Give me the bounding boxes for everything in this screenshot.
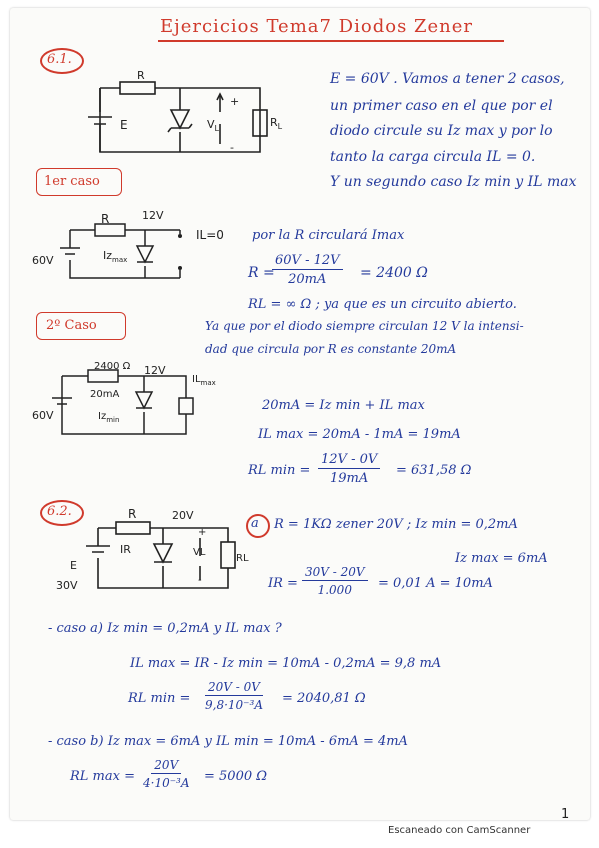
circuit-6-2 — [86, 521, 236, 589]
case2-eq-2: IL max = 20mA - 1mA = 19mA — [258, 427, 461, 442]
circuit-6-1-rl-label: RL — [270, 116, 283, 132]
exercise-6-2-number: 6.2. — [47, 504, 72, 519]
case-b-line: - caso b) Iz max = 6mA y IL min = 10mA -… — [48, 734, 408, 749]
part-a-ir-lhs: IR = — [268, 576, 298, 591]
circuit-6-2-vl-label: VL — [193, 547, 206, 558]
rlmax-fraction: 20V 4·10⁻³A — [140, 759, 193, 789]
case2-r-label: 2400 Ω — [94, 361, 131, 372]
case1-il-label: IL=0 — [196, 228, 224, 242]
intro-line-3: diodo circule su Iz max y por lo — [330, 123, 553, 139]
part-a-ir-numerator: 30V - 20V — [302, 566, 368, 581]
case2-izmin-label: Izmin — [98, 411, 120, 424]
rlmin-fraction: 20V - 0V 9,8·10⁻³A — [202, 681, 266, 711]
case1-r-label: R — [101, 212, 110, 226]
intro-line-2: un primer caso en el que por el — [330, 98, 553, 114]
case1-r-denominator: 20mA — [288, 272, 327, 287]
rlmax-numerator: 20V — [151, 759, 182, 774]
part-a-ir-denominator: 1.000 — [317, 583, 352, 597]
circuit-6-1-e-label: E — [120, 118, 128, 132]
rlmin-denominator: 9,8·10⁻³A — [205, 698, 263, 712]
circuit-6-1-r-label: R — [137, 69, 145, 82]
part-a-circle — [246, 514, 270, 538]
case2-rl-lhs: RL min = — [248, 463, 311, 478]
exercise-6-2-circle — [40, 500, 84, 526]
case1-r-fraction: 60V - 12V 20mA — [272, 254, 343, 286]
case2-rl-denominator: 19mA — [329, 471, 369, 486]
case2-12v-label: 12V — [144, 364, 166, 377]
case1-r-result: = 2400 Ω — [360, 265, 428, 281]
part-a-given-2: Iz max = 6mA — [455, 551, 548, 566]
case2-rl-result: = 631,58 Ω — [396, 463, 472, 478]
part-a-ir-fraction: 30V - 20V 1.000 — [302, 566, 368, 596]
case1-heading: 1er caso — [44, 174, 100, 189]
exercise-6-1-number: 6.1. — [47, 52, 72, 67]
circuit-case2 — [52, 369, 194, 435]
case2-text-1: Ya que por el diodo siempre circulan 12 … — [205, 319, 524, 333]
case2-heading: 2º Caso — [46, 318, 97, 333]
case2-heading-box — [36, 312, 126, 340]
circuit-6-2-20v-label: 20V — [172, 509, 194, 522]
case1-r-lhs: R = — [248, 265, 275, 281]
circuit-6-2-r-label: R — [128, 507, 137, 521]
ilmax-line: IL max = IR - Iz min = 10mA - 0,2mA = 9,… — [130, 656, 442, 671]
case2-text-2: dad que circula por R es constante 20mA — [205, 342, 457, 356]
case2-rl-fraction: 12V - 0V 19mA — [318, 453, 381, 486]
circuit-6-2-minus: - — [198, 575, 202, 586]
circuit-6-2-e-label: E — [70, 559, 77, 572]
camscanner-footer: Escaneado con CamScanner — [388, 825, 531, 836]
rlmin-lhs: RL min = — [128, 691, 191, 706]
case1-heading-box — [36, 168, 122, 196]
rlmax-lhs: RL max = — [70, 769, 135, 784]
circuit-6-2-30v-label: 30V — [56, 579, 78, 592]
rlmin-result: = 2040,81 Ω — [282, 691, 366, 706]
circuit-6-1-minus: - — [230, 141, 234, 154]
rlmax-denominator: 4·10⁻³A — [143, 776, 190, 790]
case2-eq-1: 20mA = Iz min + IL max — [262, 398, 425, 413]
case2-rl-numerator: 12V - 0V — [318, 453, 381, 469]
part-a-given: R = 1KΩ zener 20V ; Iz min = 0,2mA — [274, 517, 518, 532]
paper-sheet — [10, 8, 590, 820]
circuit-case1 — [60, 223, 182, 279]
case1-60v-label: 60V — [32, 254, 54, 267]
part-a-ir-result: = 0,01 A = 10mA — [378, 576, 493, 591]
exercise-6-1-circle — [40, 48, 84, 74]
case1-12v-label: 12V — [142, 209, 164, 222]
case1-rl-line: RL = ∞ Ω ; ya que es un circuito abierto… — [248, 297, 517, 312]
case1-r-numerator: 60V - 12V — [272, 254, 343, 270]
part-a-label: a — [251, 516, 259, 531]
case1-line-1: por la R circulará Imax — [252, 228, 405, 243]
rlmin-numerator: 20V - 0V — [205, 681, 263, 696]
intro-line-4: tanto la carga circula IL = 0. — [330, 149, 536, 165]
title-underline — [158, 40, 504, 42]
page-number: 1 — [561, 807, 570, 822]
circuit-6-2-plus: + — [198, 527, 207, 538]
case2-ilmax-label: ILmax — [192, 374, 216, 387]
page-title: Ejercicios Tema7 Diodos Zener — [160, 16, 474, 37]
case2-60v-label: 60V — [32, 409, 54, 422]
case2-20ma-label: 20mA — [90, 389, 120, 400]
case1-iz-label: Izmax — [103, 249, 128, 265]
circuit-6-1 — [88, 81, 268, 153]
circuit-6-2-rl-label: RL — [236, 553, 249, 564]
intro-line-1: E = 60V . Vamos a tener 2 casos, — [330, 71, 565, 87]
circuit-6-1-plus: + — [230, 95, 240, 108]
intro-line-5: Y un segundo caso Iz min y IL max — [330, 174, 577, 190]
rlmax-result: = 5000 Ω — [204, 769, 268, 784]
case-a-line: - caso a) Iz min = 0,2mA y IL max ? — [48, 621, 282, 636]
circuit-6-2-ir-label: IR — [120, 543, 131, 556]
circuit-6-1-vl-label: VL — [207, 118, 219, 134]
